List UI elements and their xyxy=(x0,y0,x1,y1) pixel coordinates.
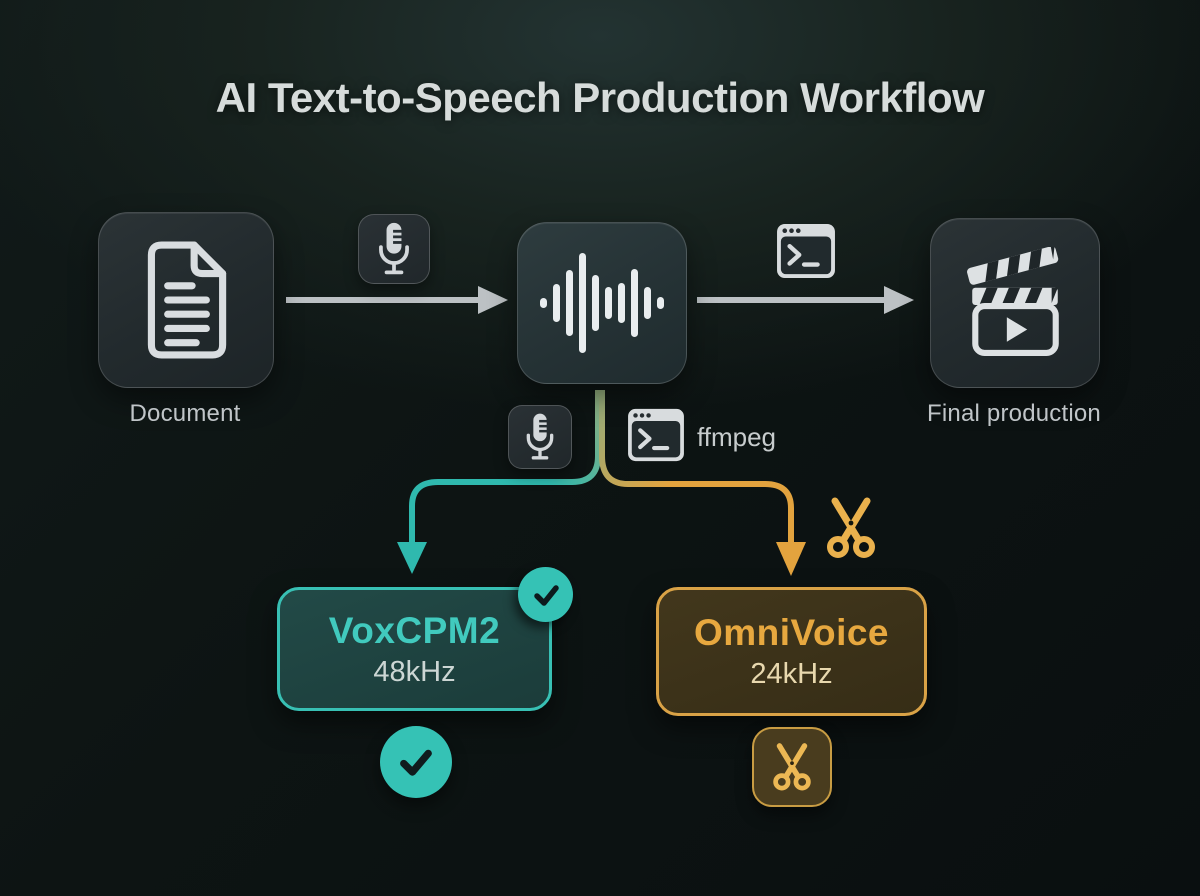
terminal-icon xyxy=(628,408,684,462)
omnivoice-result-scissors xyxy=(752,727,832,807)
option-voxcpm2: VoxCPM2 48kHz xyxy=(277,587,552,711)
microphone-icon xyxy=(526,413,554,460)
option-voxcpm2-name: VoxCPM2 xyxy=(328,609,501,651)
option-omnivoice: OmniVoice 24kHz xyxy=(656,587,927,716)
waveform-icon xyxy=(540,253,664,353)
ffmpeg-label: ffmpeg xyxy=(697,422,777,452)
document-icon xyxy=(147,241,227,359)
terminal-glyph-branch xyxy=(627,407,685,463)
node-tts-audio xyxy=(517,222,687,384)
microphone-badge-top xyxy=(358,214,430,284)
terminal-icon xyxy=(777,223,835,279)
final-production-label: Final production xyxy=(927,400,1101,427)
arrow-document-to-tts xyxy=(286,286,508,314)
document-label: Document xyxy=(129,400,241,427)
terminal-glyph-top xyxy=(776,222,836,280)
microphone-badge-branch xyxy=(508,405,572,469)
option-voxcpm2-sample-rate: 48kHz xyxy=(373,655,456,688)
voxcpm2-check-badge xyxy=(518,567,573,622)
node-final-production xyxy=(930,218,1100,388)
scissors-icon xyxy=(827,497,875,558)
clapperboard-icon xyxy=(967,247,1059,356)
scissors-glyph-branch xyxy=(818,494,884,562)
check-icon xyxy=(533,584,559,606)
node-document xyxy=(98,212,274,388)
check-icon xyxy=(400,749,432,776)
option-omnivoice-sample-rate: 24kHz xyxy=(750,658,833,690)
page-title: AI Text-to-Speech Production Workflow xyxy=(215,74,985,121)
microphone-icon xyxy=(379,222,409,275)
option-omnivoice-name: OmniVoice xyxy=(693,612,890,653)
voxcpm2-result-check xyxy=(380,726,452,798)
arrow-tts-to-final xyxy=(697,286,914,314)
scissors-icon xyxy=(773,743,811,791)
